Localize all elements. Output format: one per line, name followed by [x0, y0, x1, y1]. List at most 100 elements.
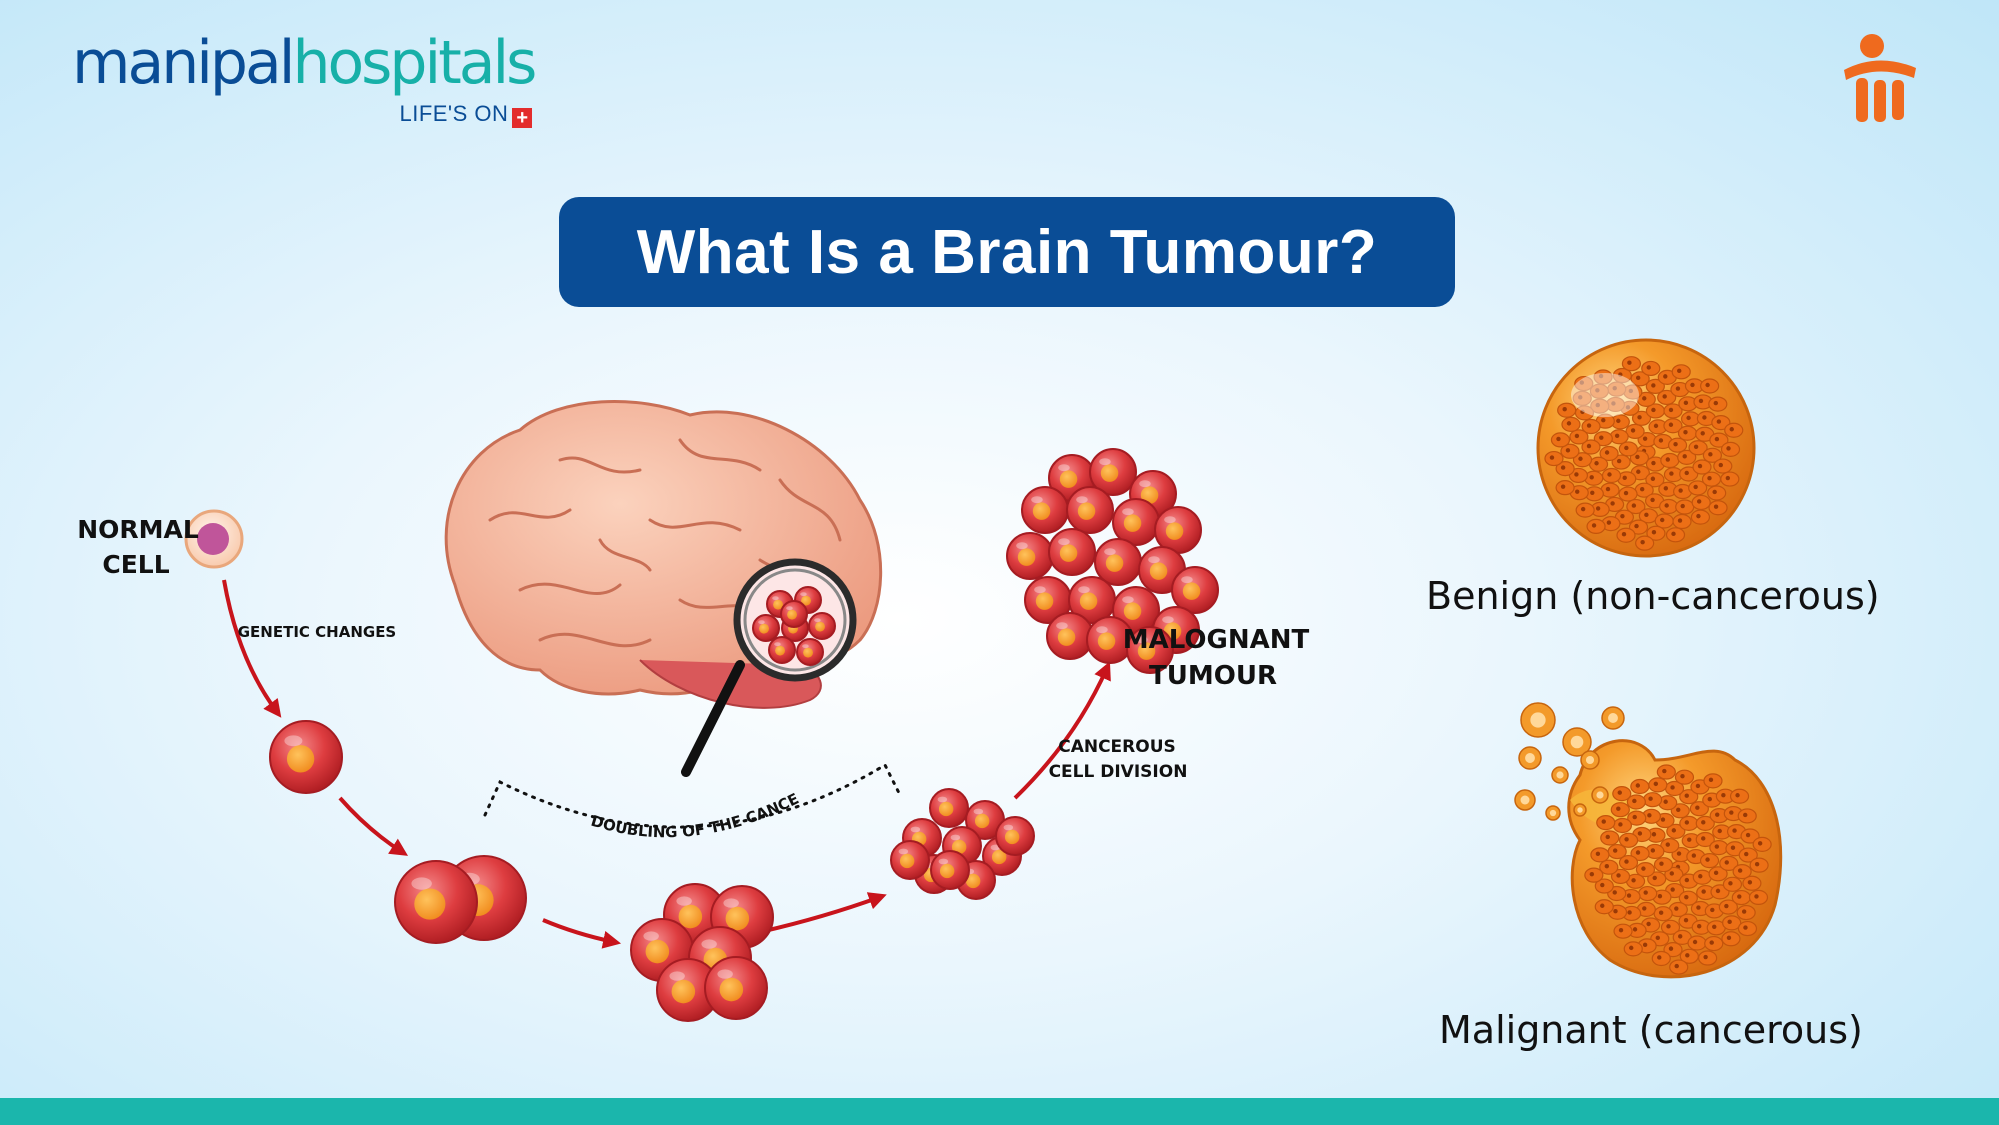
tumour-nucleus — [1713, 400, 1719, 406]
tumour-nucleus — [1578, 456, 1583, 461]
tumour-cell — [1677, 425, 1698, 441]
four-cancer-cells — [630, 883, 774, 1022]
cell-highlight — [774, 642, 781, 647]
tumour-cell — [1621, 356, 1641, 372]
tumour-nucleus — [1701, 820, 1706, 825]
tumour-cell — [1708, 866, 1728, 882]
tumour-nucleus — [1595, 506, 1601, 511]
tumour-nucleus — [1622, 475, 1627, 481]
cell-highlight — [1122, 596, 1134, 604]
tumour-cell — [1630, 845, 1650, 862]
tumour-nucleus — [1651, 832, 1657, 837]
fragment-cell — [1551, 766, 1569, 784]
cell-nucleus — [899, 853, 915, 869]
tumour-nucleus — [1707, 475, 1712, 481]
tumour-nucleus — [1747, 880, 1753, 885]
tumour-nucleus — [1725, 475, 1731, 481]
tumour-nucleus — [1634, 523, 1639, 529]
tumour-cell — [1707, 485, 1727, 501]
tumour-cell — [1574, 375, 1594, 392]
tumour-nucleus — [1696, 499, 1702, 504]
cell-highlight — [1034, 586, 1046, 594]
malignant-tumour-label-line2: TUMOUR — [1149, 661, 1277, 691]
tumour-nucleus — [1607, 472, 1612, 477]
tumour-nucleus — [1693, 444, 1699, 449]
tumour-nucleus — [1662, 394, 1667, 399]
tumour-cell — [1709, 840, 1729, 856]
tumour-nucleus — [1697, 463, 1703, 469]
footer-bar — [0, 1098, 1999, 1125]
cell-nucleus — [1032, 502, 1051, 520]
tumour-cell — [1636, 391, 1656, 407]
tumour-cell — [1618, 441, 1638, 457]
tumour-nucleus — [1632, 798, 1637, 804]
cell-nucleus — [801, 595, 811, 606]
tumour-cell — [1742, 875, 1762, 891]
tumour-nucleus — [1677, 518, 1683, 523]
cell-highlight — [1058, 538, 1070, 546]
tumour-nucleus — [1708, 777, 1714, 783]
tumour-nucleus — [1620, 513, 1625, 519]
tumour-nucleus — [1616, 458, 1622, 464]
cancer-cell — [704, 956, 768, 1020]
tumour-nucleus — [1710, 907, 1715, 913]
tumour-nucleus — [1678, 934, 1683, 939]
tumour-nucleus — [1670, 887, 1675, 892]
tumour-nucleus — [1616, 418, 1621, 424]
tumour-nucleus — [1580, 506, 1586, 512]
tumour-cell — [1678, 890, 1698, 906]
tumour-cell — [1688, 480, 1708, 496]
tumour-cell — [1737, 920, 1758, 937]
tumour-nucleus — [1684, 877, 1690, 883]
tumour-nucleus — [1641, 866, 1646, 871]
tumour-nucleus — [1680, 503, 1685, 509]
cancer-cell — [808, 612, 836, 640]
tumour-nucleus — [1743, 925, 1748, 930]
tumour-nucleus — [1737, 894, 1742, 899]
cell-nucleus — [1140, 486, 1159, 504]
tumour-nucleus — [1637, 415, 1642, 420]
tumour-nucleus — [1635, 850, 1641, 855]
fragment-cell — [1580, 750, 1600, 770]
tumour-nucleus — [1635, 783, 1641, 788]
fragment-core — [1608, 713, 1618, 723]
tumour-cell — [1596, 814, 1616, 831]
tumour-cell — [1601, 467, 1622, 484]
tumour-nucleus — [1586, 443, 1592, 449]
tumour-nucleus — [1705, 857, 1710, 862]
arrow-cancerous-division — [1013, 661, 1111, 800]
tumour-nucleus — [1695, 783, 1701, 789]
tumour-nucleus — [1623, 490, 1629, 496]
page-title: What Is a Brain Tumour? — [636, 217, 1378, 287]
arrow-to-cluster — [759, 892, 887, 934]
cell-highlight — [701, 939, 717, 949]
tumour-nucleus — [1674, 906, 1679, 911]
tumour-nucleus — [1646, 921, 1651, 927]
tumour-nucleus — [1653, 423, 1659, 429]
brand-logo[interactable]: manipalhospitals LIFE'S ON+ — [72, 24, 537, 128]
cell-highlight — [938, 858, 949, 865]
tumour-cell — [1703, 773, 1723, 789]
tumour-cell — [1657, 389, 1677, 406]
tumour-nucleus — [1678, 488, 1683, 493]
benign-tumour-illustration — [1536, 338, 1756, 558]
tumour-nucleus — [1591, 523, 1597, 528]
tumour-nucleus — [1657, 893, 1663, 899]
tumour-cell — [1626, 498, 1646, 515]
cell-nucleus — [1100, 464, 1119, 482]
tumour-cell — [1720, 441, 1741, 457]
cell-nucleus — [1149, 562, 1168, 580]
tumour-cell — [1713, 458, 1733, 474]
tumour-nucleus — [1714, 436, 1720, 442]
tumour-nucleus — [1696, 905, 1701, 910]
cell-highlight — [1148, 556, 1160, 564]
tumour-nucleus — [1632, 814, 1637, 820]
tumour-cell — [1607, 843, 1627, 860]
cell-highlight — [717, 969, 733, 979]
tumour-nucleus — [1729, 427, 1734, 432]
tumour-cell — [1611, 454, 1631, 470]
cancer-cell — [1006, 532, 1054, 580]
tumour-nucleus — [1618, 822, 1623, 827]
cell-highlight — [973, 808, 984, 815]
tumour-nucleus — [1715, 812, 1720, 817]
